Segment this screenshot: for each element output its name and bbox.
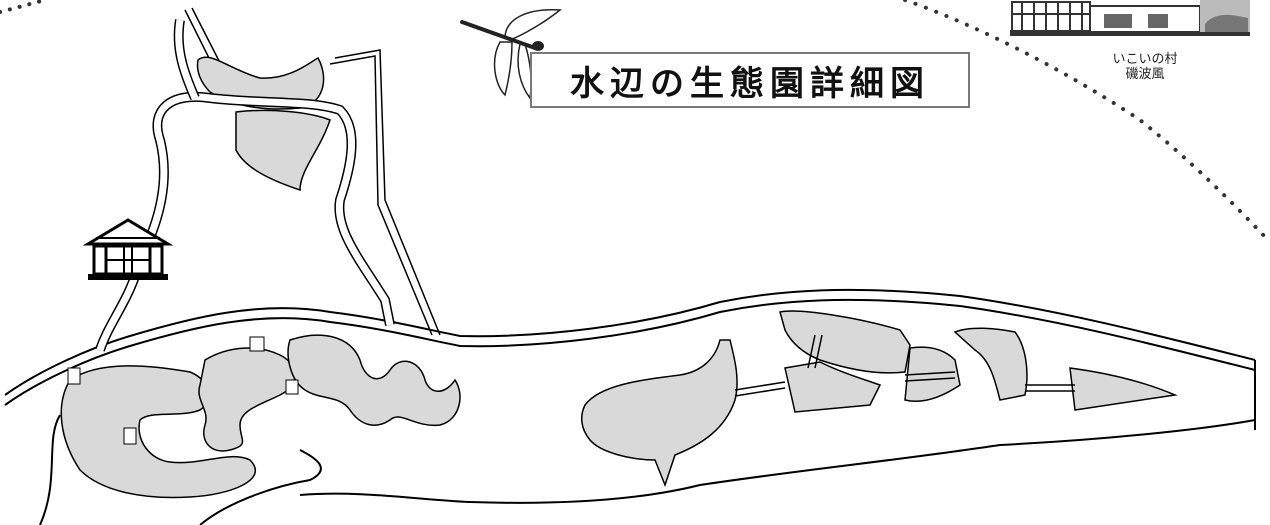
pond-right-1 (779, 310, 911, 374)
facility-name-line1: いこいの村 (1112, 52, 1178, 67)
map-title: 水辺の生態園詳細図 (570, 63, 930, 104)
pond-right-4 (953, 327, 1028, 401)
upper-garden-boundary (184, 7, 441, 336)
wetland-area-outline-inner (4, 298, 1256, 406)
bridge-1 (249, 336, 265, 352)
path-top-branch-fill (175, 19, 199, 100)
facility-label: いこいの村 磯波風 (1090, 52, 1200, 82)
wetland-lower-boundary (39, 414, 1256, 525)
dotted-boundary-left (0, 0, 47, 14)
pond-right-2 (784, 361, 882, 413)
facility-name-line2: 磯波風 (1125, 67, 1165, 82)
bridge-2 (285, 379, 299, 395)
bridge-3 (123, 427, 137, 445)
upper-pond-2 (235, 109, 331, 192)
pond-left-serpentine (198, 347, 296, 452)
pond-center (580, 339, 738, 488)
bridge-4 (67, 367, 81, 385)
pond-right-3 (904, 346, 961, 402)
pond-wavy (287, 334, 461, 426)
wetland-area-outline (4, 288, 1256, 396)
dotted-boundary-right (903, 0, 1270, 242)
map-title-box: 水辺の生態園詳細図 (530, 52, 970, 108)
shelter-icon (82, 218, 174, 280)
walkway-right (734, 334, 1075, 397)
pond-right-5 (1069, 367, 1178, 411)
building-icon (1010, 0, 1250, 36)
